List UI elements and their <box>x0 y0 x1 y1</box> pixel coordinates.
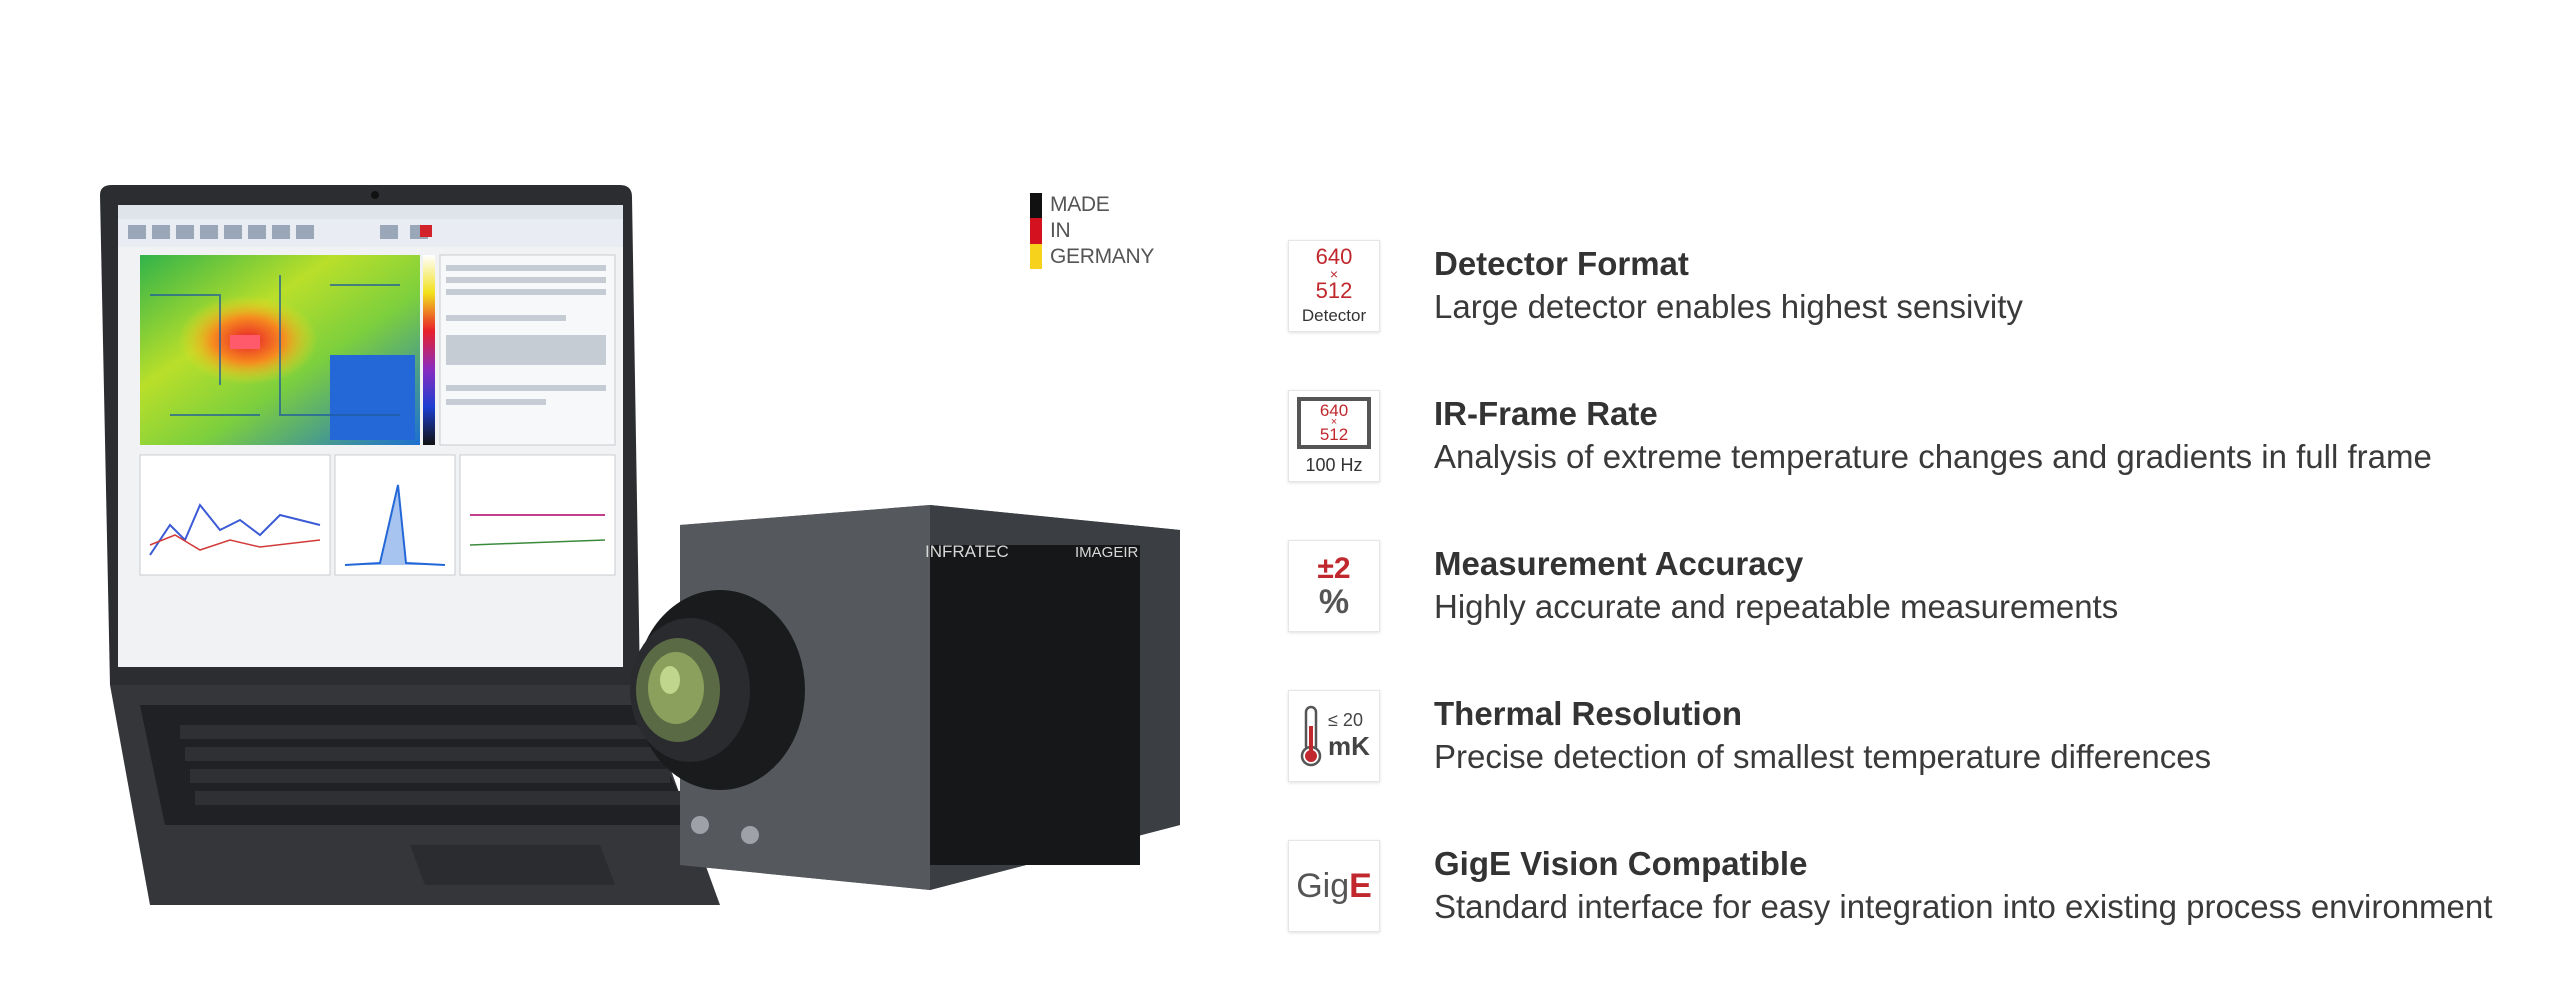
badge-line-germany: GERMANY <box>1050 245 1155 268</box>
feature-title: Thermal Resolution <box>1434 695 1743 732</box>
german-flag-icon <box>1030 193 1042 269</box>
feature-title: GigE Vision Compatible <box>1434 845 1808 882</box>
feature-description: Analysis of extreme temperature changes … <box>1434 438 2432 475</box>
feature-description: Highly accurate and repeatable measureme… <box>1434 588 2119 625</box>
product-hero-image: INFRATEC IMAGEIR <box>100 185 1180 905</box>
thermometer-icon: ≤ 20 mK <box>1288 690 1380 782</box>
feature-title: Measurement Accuracy <box>1434 545 1804 582</box>
feature-description: Precise detection of smallest temperatur… <box>1434 738 2212 775</box>
laptop <box>100 185 720 905</box>
badge-line-made: MADE <box>1050 193 1110 216</box>
feature-title: Detector Format <box>1434 245 1689 282</box>
thermometer-glyph-icon <box>1300 705 1322 767</box>
camera-brand-label: INFRATEC <box>925 542 1009 561</box>
feature-title: IR-Frame Rate <box>1434 395 1658 432</box>
made-in-germany-badge: MADE IN GERMANY <box>1030 193 1154 269</box>
feature-description: Large detector enables highest sensivity <box>1434 288 2023 325</box>
camera-model-label: IMAGEIR <box>1075 544 1139 561</box>
feature-description: Standard interface for easy integration … <box>1434 888 2493 925</box>
frame-rate-icon: 640 × 512 100 Hz <box>1288 390 1380 482</box>
accuracy-icon: ±2 % <box>1288 540 1380 632</box>
badge-line-in: IN <box>1050 219 1071 242</box>
infrared-camera: INFRATEC IMAGEIR <box>630 505 1180 890</box>
detector-format-icon: 640 × 512 Detector <box>1288 240 1380 332</box>
